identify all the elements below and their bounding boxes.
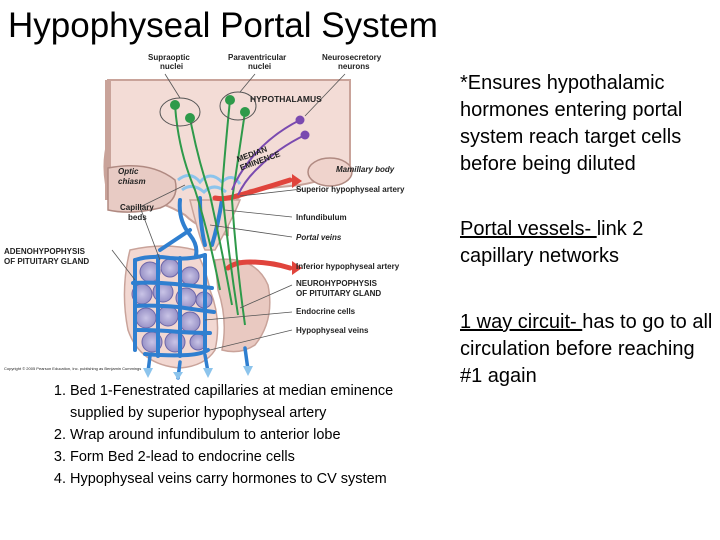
paraventricular-nuclei-shape [219,91,257,121]
bullet-portal-vessels: Portal vessels- link 2 capillary network… [460,216,718,270]
bullet-portal-vessels-term: Portal vessels- [460,218,597,240]
numbered-steps: Bed 1-Fenestrated capillaries at median … [40,380,430,490]
label-paraventricular: Paraventricular nuclei [228,53,289,71]
label-portal-veins: Portal veins [296,233,342,242]
label-optic-chiasm: Optic chiasm [118,167,146,186]
label-supraoptic: Supraoptic nuclei [148,53,192,71]
label-capillary-beds: Capillary beds [120,203,156,222]
diagram-svg: Supraoptic nuclei Paraventricular nuclei… [4,53,405,380]
step-item: Bed 1-Fenestrated capillaries at median … [70,380,430,424]
superior-hypophyseal-artery [212,177,293,202]
hypophyseal-portal-diagram: Supraoptic nuclei Paraventricular nuclei… [0,50,450,380]
bullet-one-way-circuit-term: 1 way circuit- [460,311,583,333]
neuron-cell-bodies [170,95,250,123]
neurosecretory-neurons-purple [231,119,306,196]
superior-artery-arrow [292,174,302,188]
neurosecretory-neurons [174,99,246,326]
inferior-artery-arrow [292,261,302,275]
label-hypothalamus: HYPOTHALAMUS [250,94,322,104]
leader-lines [111,73,346,351]
label-mamillary-body: Mamillary body [336,165,395,174]
label-hypophyseal-veins: Hypophyseal veins [296,326,369,335]
vein-arrows [143,366,253,380]
label-infundibulum: Infundibulum [296,213,347,222]
slide-title: Hypophyseal Portal System [8,6,438,45]
inferior-hypophyseal-artery [225,259,293,271]
label-adenohypophysis: ADENOHYPOPHYSIS OF PITUITARY GLAND [4,247,89,266]
mamillary-body-shape [307,157,353,187]
bullet-hypothalamic-hormones: *Ensures hypothalamic hormones entering … [460,72,683,175]
bullet-points: *Ensures hypothalamic hormones entering … [460,70,718,390]
label-superior-artery: Superior hypophyseal artery [296,185,405,194]
bullet-one-way-circuit: 1 way circuit- has to go to all circulat… [460,309,718,390]
optic-chiasm-shape [107,165,177,213]
purple-cell-bodies [295,115,310,140]
label-copyright: Copyright © 2005 Pearson Education, Inc.… [4,366,141,371]
step-item: Wrap around infundibulum to anterior lob… [70,424,430,446]
portal-vessels [131,196,224,358]
bullet-portal-vessels-text: link 2 capillary networks [460,218,644,267]
label-endocrine-cells: Endocrine cells [296,307,356,316]
label-neurohypophysis: NEUROHYPOPHYSIS OF PITUITARY GLAND [296,279,381,298]
label-inferior-artery: Inferior hypophyseal artery [296,262,400,271]
step-item: Hypophyseal veins carry hormones to CV s… [70,468,430,490]
bullet-one-way-circuit-text: has to go to all circulation before reac… [460,311,713,387]
step-item: Form Bed 2-lead to endocrine cells [70,446,430,468]
label-neurosecretory: Neurosecretory neurons [322,53,383,71]
